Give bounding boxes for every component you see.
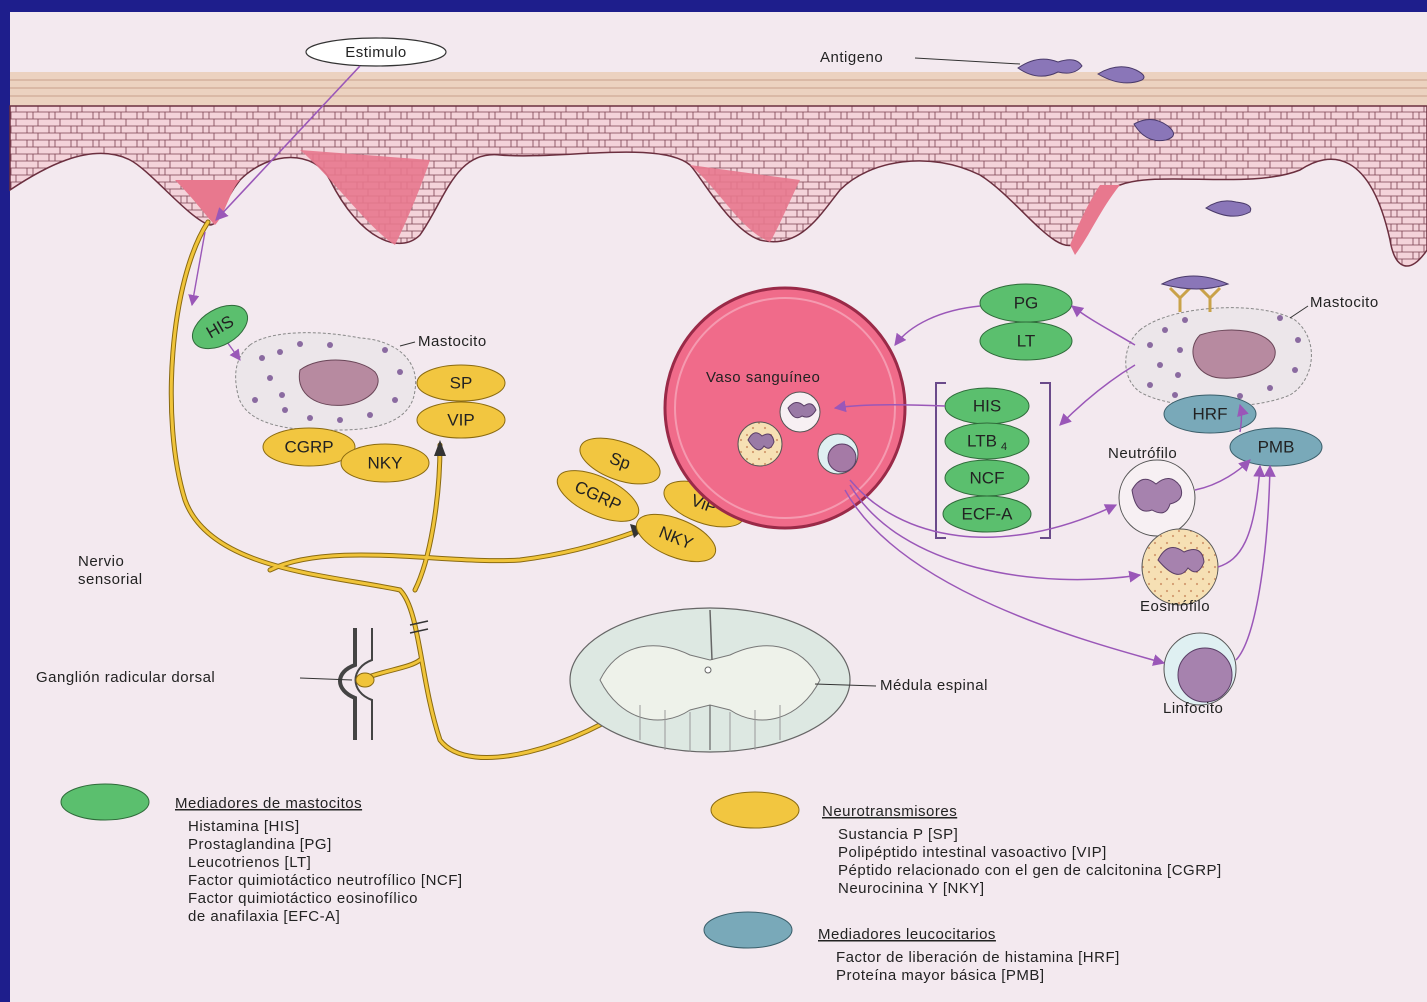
pill-ncf: NCF xyxy=(945,460,1029,496)
spinal-cord xyxy=(570,608,850,752)
svg-text:NKY: NKY xyxy=(368,454,403,473)
legend-mast-title: Mediadores de mastocitos xyxy=(175,795,362,812)
skin-surface xyxy=(10,72,1427,106)
svg-text:PG: PG xyxy=(1014,294,1039,313)
svg-text:CGRP: CGRP xyxy=(284,438,333,457)
pill-pmb: PMB xyxy=(1230,428,1322,466)
pill-his-mid: HIS xyxy=(945,388,1029,424)
legend-neuro-item: Sustancia P [SP] xyxy=(838,826,958,843)
legend-leuko-item: Factor de liberación de histamina [HRF] xyxy=(836,949,1120,966)
eosinophil-label: Eosinófilo xyxy=(1140,598,1210,615)
antigen-label: Antigeno xyxy=(820,49,883,66)
spinal-cord-label: Médula espinal xyxy=(880,677,988,694)
pill-lt: LT xyxy=(980,322,1072,360)
svg-text:HRF: HRF xyxy=(1193,405,1228,424)
pill-pg: PG xyxy=(980,284,1072,322)
legend-swatch-yellow xyxy=(711,792,799,828)
mast-cell-left xyxy=(236,333,416,431)
svg-text:HIS: HIS xyxy=(973,397,1001,416)
legend-mast-item: Histamina [HIS] xyxy=(188,818,300,835)
legend-neuro-title: Neurotransmisores xyxy=(822,803,957,820)
legend-leuko-title: Mediadores leucocitarios xyxy=(818,926,996,943)
vessel-cell-eosinophil xyxy=(738,422,782,466)
lymphocyte-cell xyxy=(1164,633,1236,705)
svg-text:4: 4 xyxy=(1001,441,1007,453)
svg-text:VIP: VIP xyxy=(447,411,474,430)
mast-cell-left-label: Mastocito xyxy=(418,333,487,350)
svg-text:LT: LT xyxy=(1017,332,1036,351)
pill-vip-left: VIP xyxy=(417,402,505,438)
legend-mast-item: Factor quimiotáctico neutrofílico [NCF] xyxy=(188,872,463,889)
ganglion-label: Ganglión radicular dorsal xyxy=(36,669,215,686)
pill-ltb4: LTB 4 xyxy=(945,423,1029,459)
legend-neuro-item: Polipéptido intestinal vasoactivo [VIP] xyxy=(838,844,1107,861)
svg-text:PMB: PMB xyxy=(1258,438,1295,457)
eosinophil-cell xyxy=(1142,529,1218,605)
neutrophil-cell xyxy=(1119,460,1195,536)
pill-hrf: HRF xyxy=(1164,395,1256,433)
stimulus-label: Estimulo xyxy=(345,44,407,61)
sensory-nerve-label-2: sensorial xyxy=(78,571,143,588)
vessel-cell-neutrophil xyxy=(780,392,820,432)
svg-text:SP: SP xyxy=(450,374,473,393)
legend-mast-item: Factor quimiotáctico eosinofílico xyxy=(188,890,418,907)
legend-neuro-item: Péptido relacionado con el gen de calcit… xyxy=(838,862,1222,879)
legend-mast-item: Prostaglandina [PG] xyxy=(188,836,332,853)
svg-text:NCF: NCF xyxy=(970,469,1005,488)
legend-swatch-blue xyxy=(704,912,792,948)
legend-mast-item: Leucotrienos [LT] xyxy=(188,854,311,871)
legend-mast-item: de anafilaxia [EFC-A] xyxy=(188,908,340,925)
blood-vessel-label: Vaso sanguíneo xyxy=(706,369,820,386)
svg-text:LTB: LTB xyxy=(967,432,997,451)
vessel-cell-lymphocyte xyxy=(818,434,858,474)
neutrophil-label: Neutrófilo xyxy=(1108,445,1177,462)
legend-neuro-item: Neurocinina Y [NKY] xyxy=(838,880,985,897)
mast-cell-right-label: Mastocito xyxy=(1310,294,1379,311)
pill-ecfa: ECF-A xyxy=(943,496,1031,532)
legend-swatch-green xyxy=(61,784,149,820)
svg-text:ECF-A: ECF-A xyxy=(962,505,1014,524)
sensory-nerve-label-1: Nervio xyxy=(78,553,124,570)
pill-sp-left: SP xyxy=(417,365,505,401)
lymphocyte-label: Linfocito xyxy=(1163,700,1223,717)
pill-nky-left: NKY xyxy=(341,444,429,482)
legend-leuko-item: Proteína mayor básica [PMB] xyxy=(836,967,1045,984)
